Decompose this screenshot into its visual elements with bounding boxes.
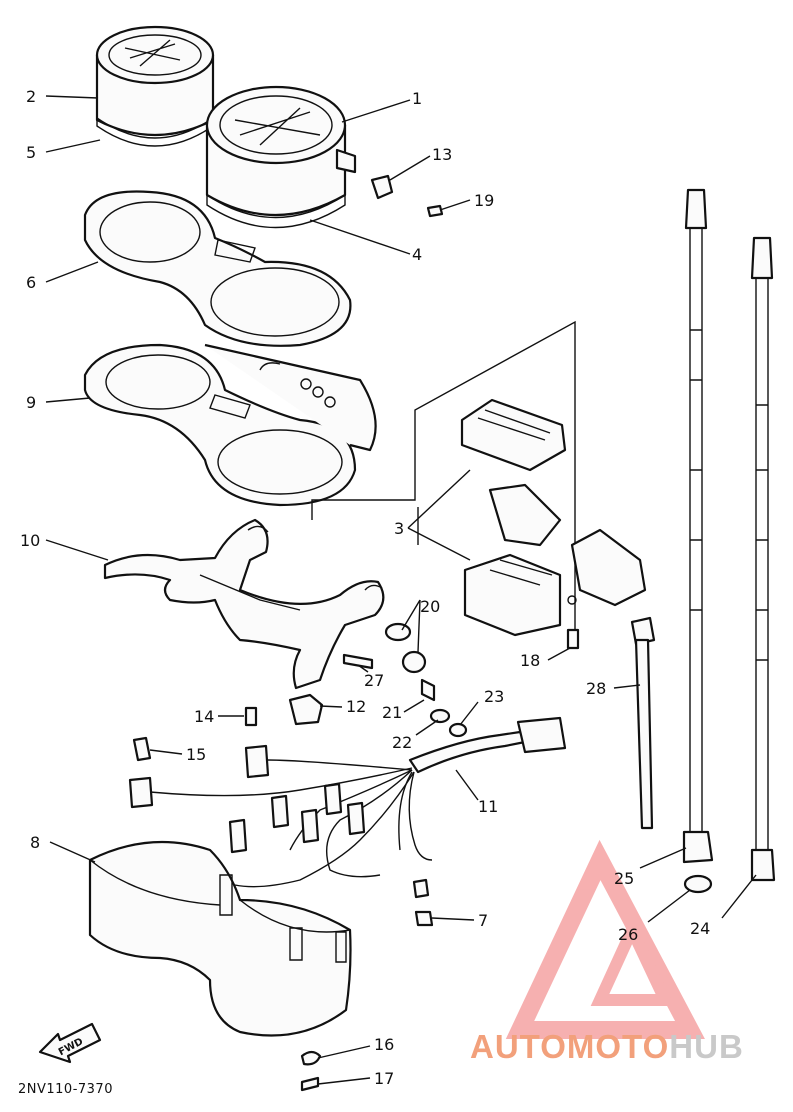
tachometer-gauge [95,25,215,147]
callout-2: 2 [26,87,36,106]
callout-16: 16 [374,1035,394,1054]
callout-labels: 2 5 1 4 13 19 6 9 10 3 20 27 12 14 15 21… [20,87,710,1088]
callout-17: 17 [374,1069,394,1088]
callout-13: 13 [432,145,452,164]
callout-18: 18 [520,651,540,670]
meter-cover [88,840,352,1037]
callout-11: 11 [478,797,498,816]
watermark-part1: AUTOMOTO [470,1028,670,1065]
callout-23: 23 [484,687,504,706]
callout-25: 25 [614,869,634,888]
meter-panel-upper [83,190,352,347]
callout-26: 26 [618,925,638,944]
tachometer-cable [750,236,776,882]
callout-8: 8 [30,833,40,852]
callout-4: 4 [412,245,422,264]
drawing-code: 2NV110-7370 [18,1082,113,1097]
indicator-assembly-outline [311,320,576,630]
meter-bezel-lower [83,343,377,507]
wire-harness [128,716,567,888]
speedometer-cable [682,188,714,894]
callout-21: 21 [382,703,402,722]
callout-20: 20 [420,597,440,616]
callout-15: 15 [186,745,206,764]
callout-28: 28 [586,679,606,698]
speedometer-gauge [205,85,357,229]
indicator-light-housing [460,398,647,637]
grommets-and-collars [132,174,580,1092]
callout-6: 6 [26,273,36,292]
watermark-text: AUTOMOTOHUB [470,1028,744,1066]
callout-10: 10 [20,531,40,550]
callout-3: 3 [394,519,404,538]
cable-tie [630,616,656,830]
callout-14: 14 [194,707,214,726]
callout-7: 7 [478,911,488,930]
callout-12: 12 [346,697,366,716]
callout-27: 27 [364,671,384,690]
fwd-arrow-icon: FWD [38,1022,102,1064]
callout-22: 22 [392,733,412,752]
callout-9: 9 [26,393,36,412]
meter-bracket [103,518,385,690]
watermark-logo-icon [505,839,705,1039]
leader-lines [45,95,757,1085]
callout-1: 1 [412,89,422,108]
watermark-part2: HUB [669,1028,744,1065]
callout-19: 19 [474,191,494,210]
callout-5: 5 [26,143,36,162]
callout-24: 24 [690,919,710,938]
